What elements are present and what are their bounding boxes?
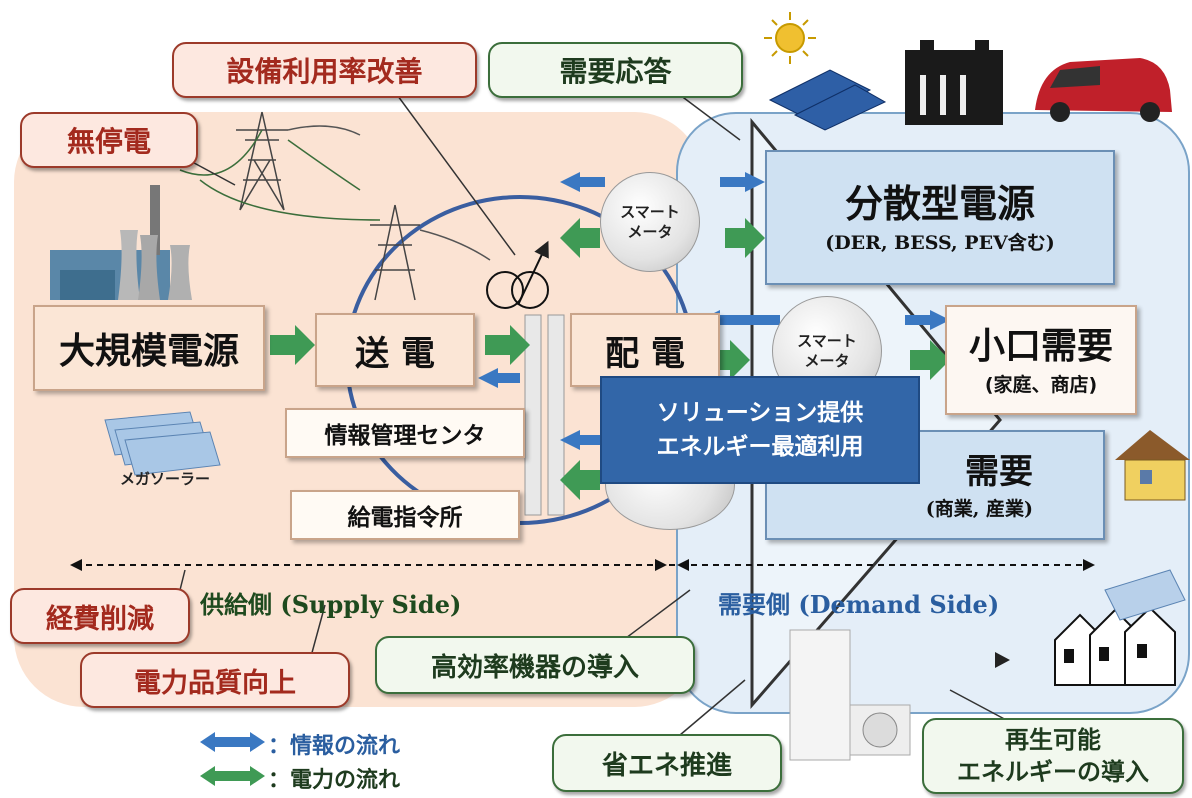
mega-solar-label: メガソーラー	[120, 470, 211, 488]
house-icon	[1115, 430, 1190, 501]
legend-arrows	[200, 732, 265, 786]
arrow-to-townhouses	[995, 652, 1010, 668]
callout-cost-reduction: 経費削減	[10, 588, 190, 644]
legend-power-flow: ：電力の流れ	[268, 768, 401, 793]
callout-renewable-line2: エネルギーの導入	[957, 758, 1149, 786]
large-demand-title: 需要	[965, 451, 1033, 492]
callout-no-outage: 無停電	[20, 112, 198, 168]
small-demand-title: 小口需要	[968, 325, 1113, 367]
dispatch-center-box: 給電指令所	[290, 490, 520, 540]
power-plant-icon	[50, 185, 192, 300]
large-power-source-box: 大規模電源	[33, 305, 265, 391]
small-demand-box: 小口需要 (家庭、商店)	[945, 305, 1137, 415]
callout-demand-response: 需要応答	[488, 42, 743, 98]
smart-meter-top: スマート メータ	[600, 172, 700, 272]
callout-renewable-line1: 再生可能	[1005, 726, 1101, 754]
rooftop-solar-icon	[768, 69, 887, 131]
callout-renewable: 再生可能 エネルギーの導入	[922, 718, 1184, 794]
power-flow-arrows	[270, 218, 950, 500]
solution-box: ソリューション提供 エネルギー最適利用	[600, 376, 920, 484]
heat-pump-icon	[789, 629, 911, 761]
sun-icon	[764, 12, 816, 64]
callout-power-quality: 電力品質向上	[80, 652, 350, 708]
legend-info-flow: ：情報の流れ	[268, 734, 401, 759]
distributed-power-box: 分散型電源 (DER, BESS, PEV含む)	[765, 150, 1115, 285]
distributed-power-title: 分散型電源	[844, 182, 1035, 226]
solution-line2: エネルギー最適利用	[656, 434, 864, 460]
info-management-center-box: 情報管理センタ	[285, 408, 525, 458]
mega-solar-icon	[104, 411, 221, 476]
callout-energy-saving: 省エネ推進	[552, 734, 782, 792]
transmission-box: 送 電	[315, 313, 475, 387]
solution-line1: ソリューション提供	[656, 400, 864, 426]
battery-icon	[905, 40, 1003, 125]
info-flow-arrows	[478, 172, 950, 450]
callout-high-efficiency: 高効率機器の導入	[375, 636, 695, 694]
large-demand-sub: (商業, 産業)	[925, 497, 1033, 520]
transmission-tower-icon	[179, 111, 491, 301]
callout-facility-utilization: 設備利用率改善	[172, 42, 477, 98]
distributed-power-sub: (DER, BESS, PEV含む)	[825, 232, 1055, 254]
demand-side-label: 需要側 (Demand Side)	[718, 590, 1000, 619]
distribution-bus	[524, 314, 565, 516]
demand-solar-icon	[1104, 569, 1186, 621]
small-demand-sub: (家庭、商店)	[984, 373, 1098, 396]
ev-car-icon	[1035, 58, 1172, 122]
townhouses-icon	[1054, 606, 1176, 686]
supply-side-label: 供給側 (Supply Side)	[200, 590, 462, 619]
transformer-icon	[486, 240, 549, 309]
